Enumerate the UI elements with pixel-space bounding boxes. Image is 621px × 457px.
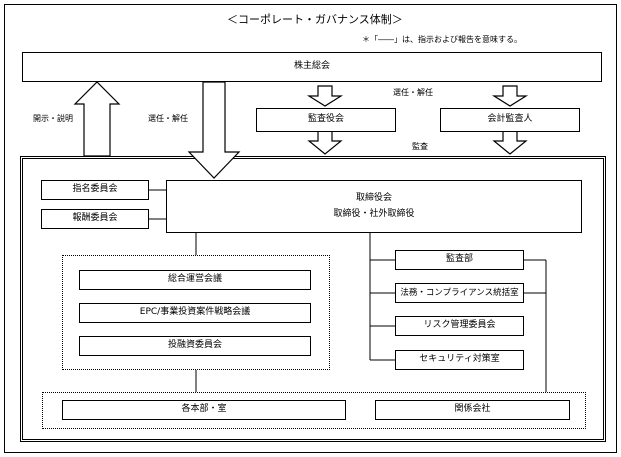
security-office: セキュリティ対策室 (395, 350, 524, 370)
shareholders-meeting-label: 株主総会 (293, 61, 330, 72)
appoint-board-label: 選任・解任 (148, 114, 188, 123)
internal-audit-dept: 監査部 (395, 250, 524, 270)
disclosure-arrow-shape (73, 81, 121, 157)
management-meeting-2-label: EPC/事業投資案件戦略会議 (139, 307, 251, 318)
nomination-committee-label: 指名委員会 (72, 184, 118, 195)
risk-management-committee: リスク管理委員会 (395, 316, 524, 336)
page-frame (4, 4, 617, 453)
appoint-board-arrow-shape (187, 81, 241, 179)
compensation-committee: 報酬委員会 (41, 209, 149, 229)
affiliates-box: 関係会社 (375, 400, 570, 420)
shareholders-meeting: 株主総会 (22, 52, 602, 82)
legend-note: ＊「――」は、指示および報告を意味する。 (362, 35, 522, 44)
security-office-label: セキュリティ対策室 (419, 354, 500, 365)
board-of-directors: 取締役会 取締役・社外取締役 (166, 180, 582, 233)
management-meeting-1-label: 総合運営会議 (167, 274, 222, 285)
accounting-auditor-label: 会計監査人 (487, 114, 533, 125)
affiliates-label: 関係会社 (454, 404, 491, 415)
management-meeting-3: 投融資委員会 (79, 336, 311, 356)
board-label: 取締役会 (355, 193, 392, 204)
internal-audit-dept-label: 監査部 (445, 254, 473, 265)
accounting-auditor: 会計監査人 (440, 108, 580, 132)
board-members-label: 取締役・社外取締役 (333, 208, 415, 219)
appoint-auditors-arrow-shape (306, 85, 344, 107)
operating-group (42, 392, 586, 429)
legal-compliance-office-label: 法務・コンプライアンス統括室 (400, 287, 519, 298)
management-meeting-2: EPC/事業投資案件戦略会議 (79, 303, 311, 323)
legal-compliance-office: 法務・コンプライアンス統括室 (395, 283, 524, 303)
risk-management-committee-label: リスク管理委員会 (423, 320, 496, 331)
departments-box: 各本部・室 (62, 400, 346, 420)
management-meeting-3-label: 投融資委員会 (167, 340, 222, 351)
audit-board-label: 監査役会 (307, 114, 344, 125)
management-group (62, 255, 330, 370)
audit-arrow-left-shape (307, 130, 343, 155)
management-meeting-1: 総合運営会議 (79, 270, 311, 290)
audit-arrow-right-shape (492, 130, 528, 155)
compensation-committee-label: 報酬委員会 (72, 213, 118, 224)
audit-board: 監査役会 (256, 108, 396, 132)
nomination-committee: 指名委員会 (41, 180, 149, 200)
appoint-accounting-arrow-shape (491, 85, 529, 107)
disclosure-label: 開示・説明 (33, 114, 73, 123)
company-frame (20, 156, 606, 442)
audit-label: 監査 (412, 142, 428, 151)
departments-label: 各本部・室 (181, 404, 227, 415)
diagram-title: ＜コーポレート・ガバナンス体制＞ (227, 13, 403, 26)
appoint-auditors-label: 選任・解任 (393, 88, 433, 97)
